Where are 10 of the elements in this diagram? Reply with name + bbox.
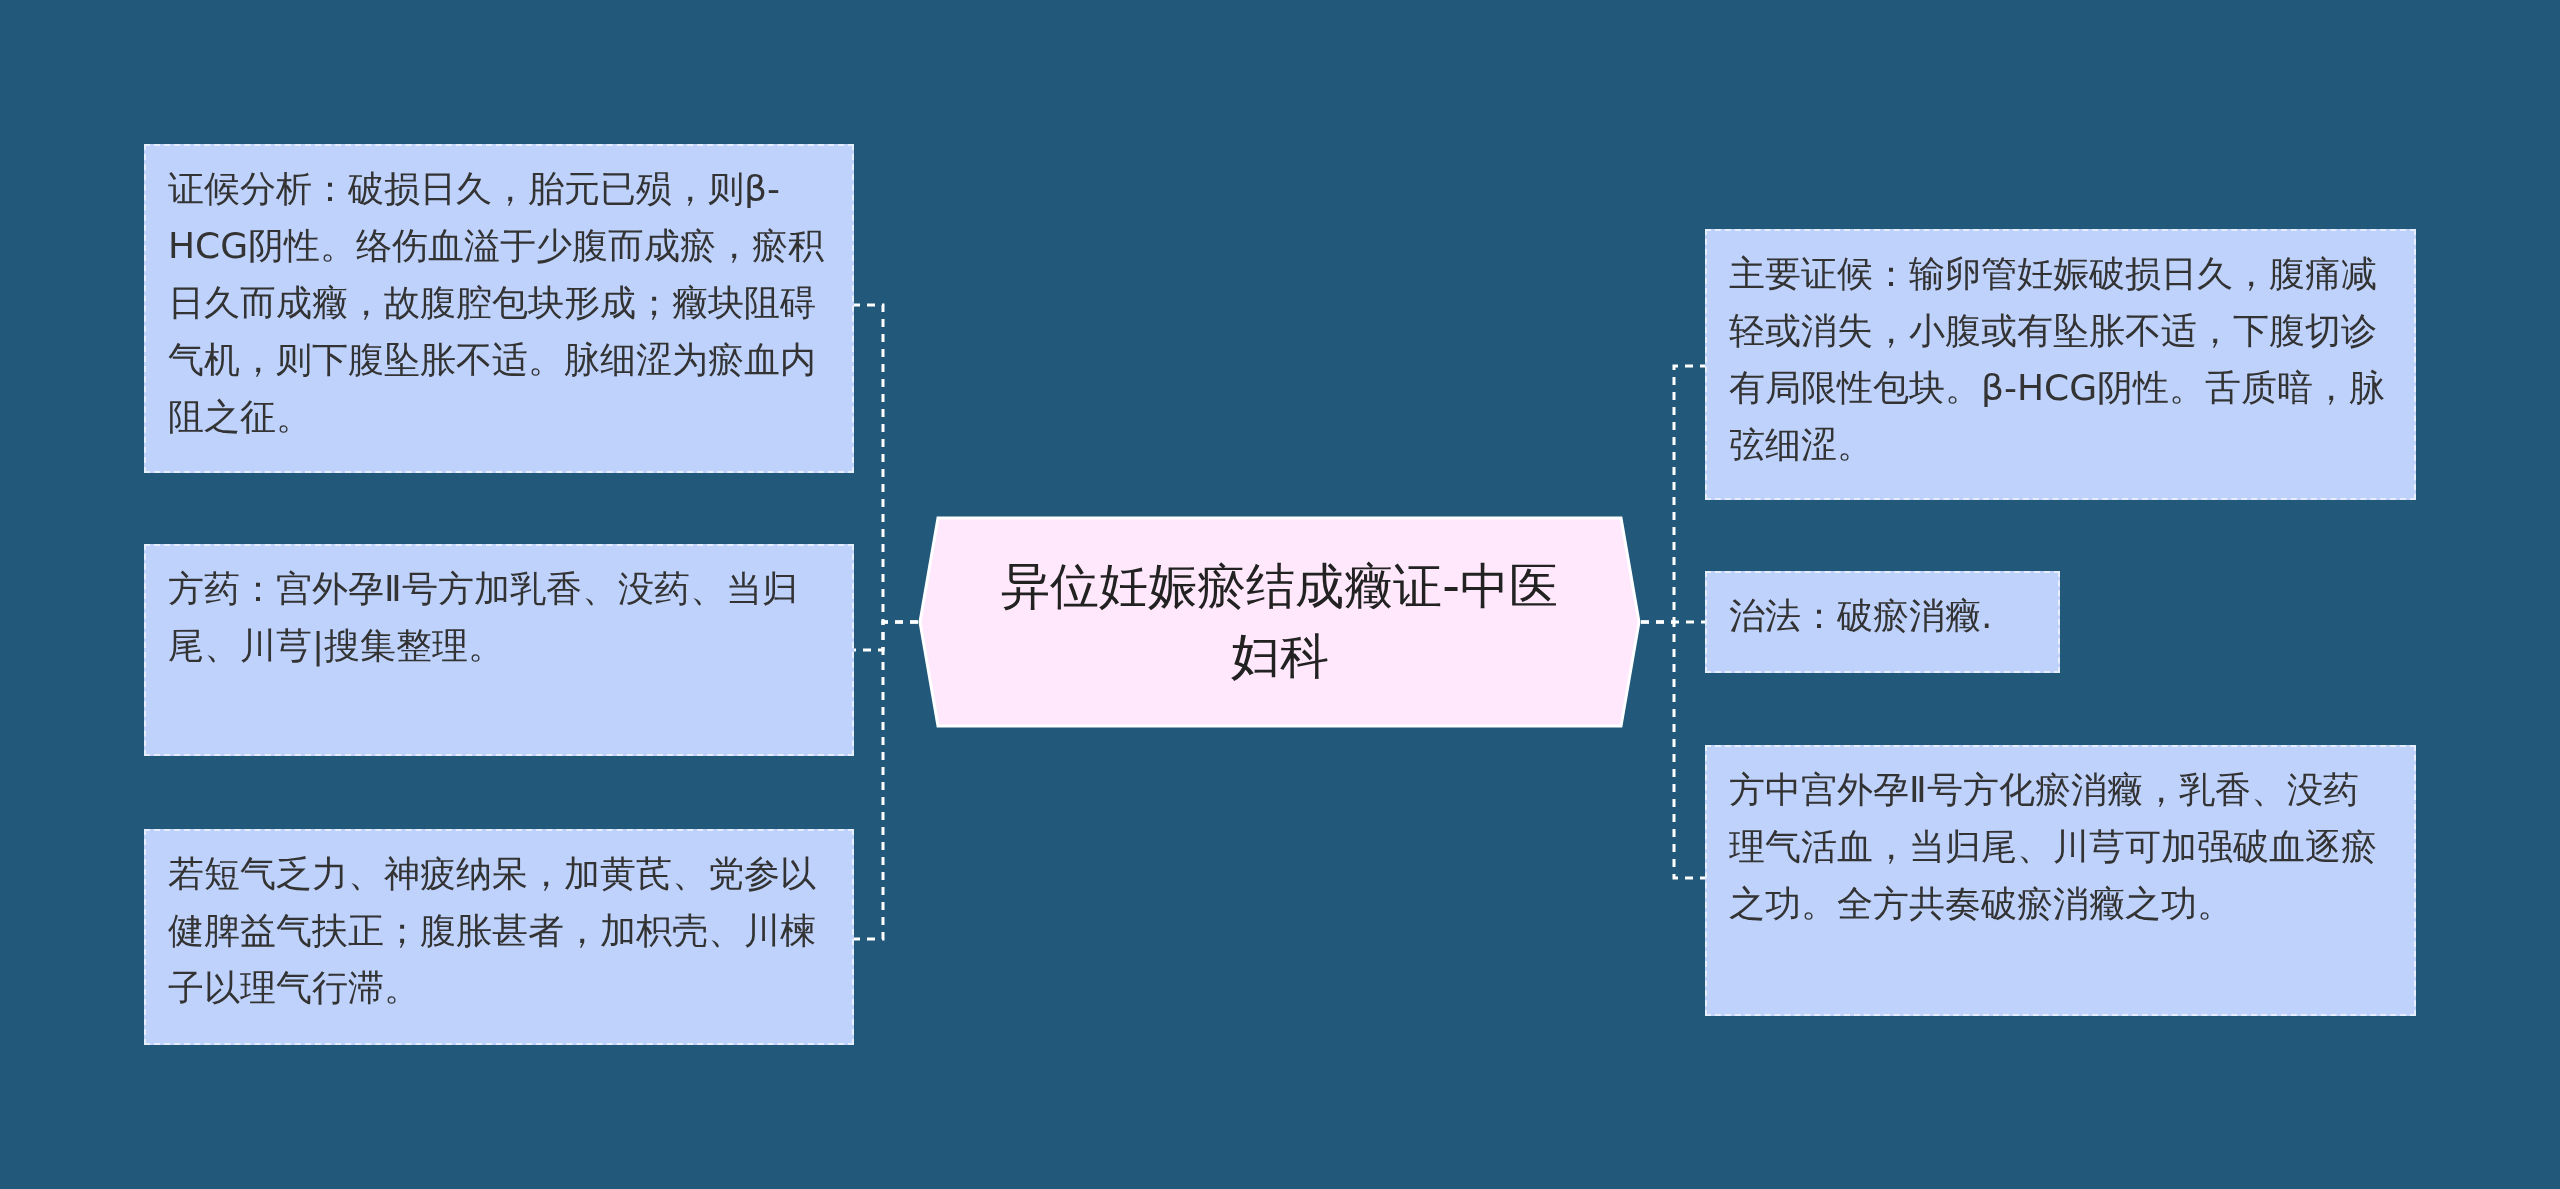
text-box: 方中宫外孕Ⅱ号方化瘀消癥，乳香、没药理气活血，当归尾、川芎可加强破血逐瘀之功。全方共奏破瘀消癥之功。 [1705, 745, 2416, 1016]
connector-line [1641, 620, 1705, 880]
connector-line [854, 620, 918, 941]
text-box: 方药：宫外孕Ⅱ号方加乳香、没药、当归尾、川芎|搜集整理。 [144, 544, 854, 756]
text-box: 治法：破瘀消癥. [1705, 571, 2060, 673]
text-box: 主要证候：输卵管妊娠破损日久，腹痛减轻或消失，小腹或有坠胀不适，下腹切诊有局限性包块。β-HCG阴性。舌质暗，脉弦细涩。 [1705, 229, 2416, 500]
text-box: 证候分析：破损日久，胎元已殒，则β-HCG阴性。络伤血溢于少腹而成瘀，瘀积日久而成癥，故腹腔包块形成；癥块阻碍气机，则下腹坠胀不适。脉细涩为瘀血内阻之征。 [144, 144, 854, 473]
text-box: 若短气乏力、神疲纳呆，加黄芪、党参以健脾益气扶正；腹胀甚者，加枳壳、川楝子以理气行滞。 [144, 829, 854, 1045]
topic-text: 异位妊娠瘀结成癥证-中医妇科 [1000, 557, 1559, 687]
hexagon-topic [918, 516, 1641, 728]
